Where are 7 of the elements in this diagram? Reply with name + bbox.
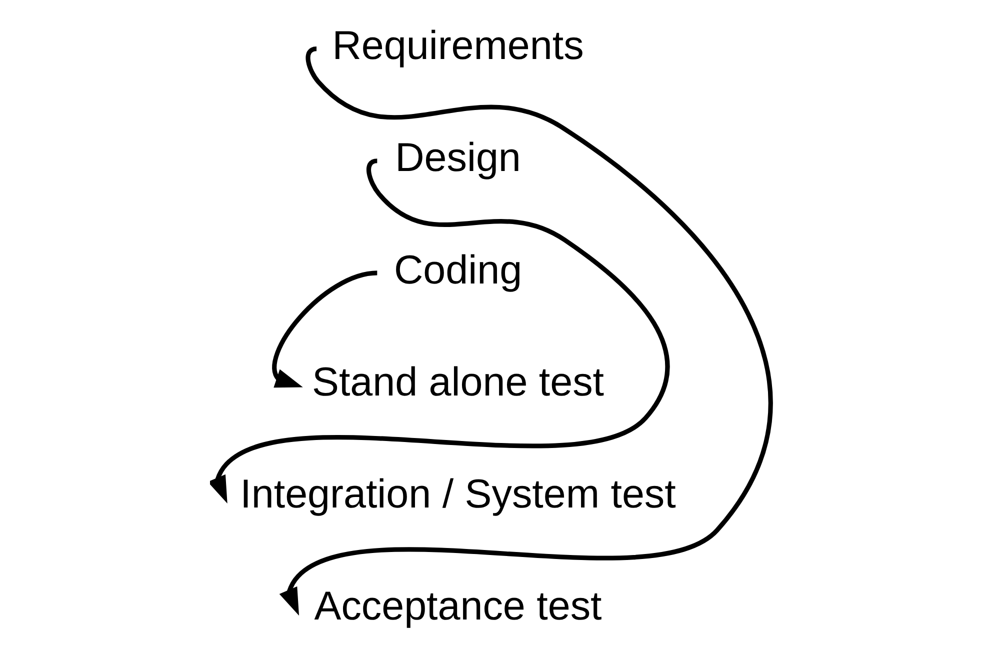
- node-text: Coding: [393, 246, 522, 292]
- node-text: Design: [394, 134, 520, 180]
- node-text: Integration / System test: [240, 470, 676, 516]
- arrow: [272, 270, 377, 388]
- node-text: Requirements: [332, 22, 584, 68]
- node-text: Stand alone test: [311, 358, 604, 404]
- node-text: Acceptance test: [314, 582, 602, 629]
